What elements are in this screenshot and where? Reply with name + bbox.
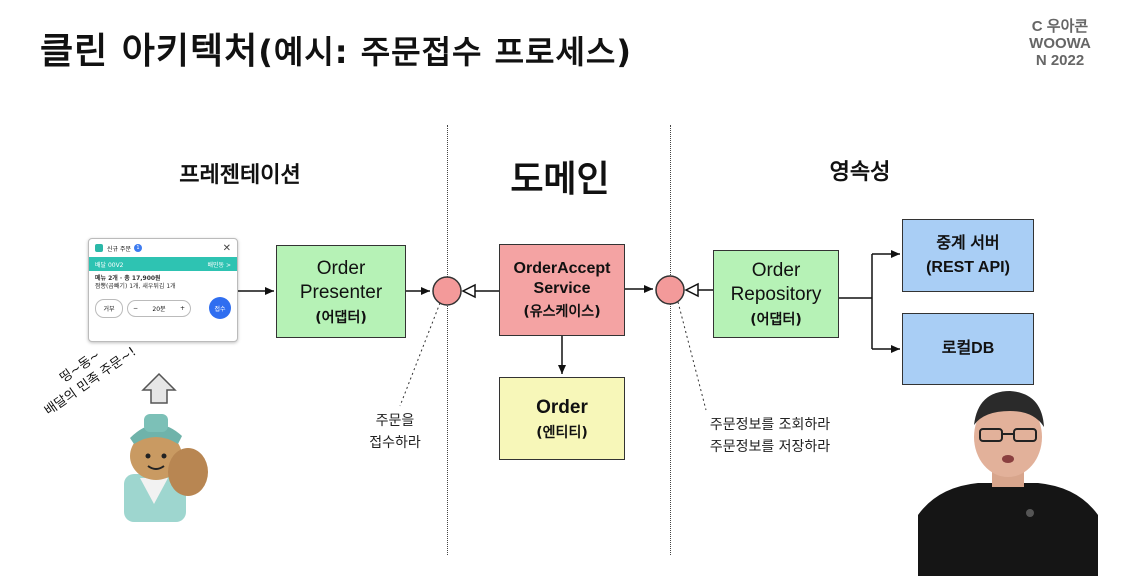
plus-icon[interactable]: + <box>179 304 185 312</box>
note-accept-line2: 접수하라 <box>369 435 421 451</box>
popup-badge: 1 <box>134 244 142 252</box>
realization-arrowhead-right <box>684 282 699 298</box>
order-repository-tag: (어댑터) <box>750 312 802 328</box>
slide-title: 클린 아키텍처(예시: 주문접수 프로세스) <box>40 22 632 74</box>
order-accept-service-name-1: OrderAccept <box>513 260 611 277</box>
up-arrow-icon <box>141 372 177 404</box>
relay-server-name-1: 중계 서버 <box>936 234 1000 252</box>
note-repo-line2: 주문정보를 저장하라 <box>709 439 831 455</box>
time-stepper[interactable]: − 20분 + <box>127 299 191 317</box>
order-presenter-box: Order Presenter (어댑터) <box>276 245 406 338</box>
popup-order-bar: 배달 00V2 배민동 > <box>89 257 237 271</box>
speaker-video-thumbnail <box>918 385 1098 576</box>
local-db-name: 로컬DB <box>941 340 995 357</box>
app-icon <box>95 244 103 252</box>
layer-title-presentation: 프레젠테이션 <box>179 163 301 188</box>
note-accept-line1: 주문을 <box>375 413 415 429</box>
callout-repository <box>677 301 707 411</box>
order-accept-service-tag: (유스케이스) <box>523 304 601 320</box>
note-repository: 주문정보를 조회하라 주문정보를 저장하라 <box>690 414 850 458</box>
local-db-box: 로컬DB <box>902 313 1034 385</box>
popup-bar-left: 배달 00V2 <box>95 261 124 269</box>
callout-accept <box>399 302 441 407</box>
note-accept-order: 주문을 접수하라 <box>350 410 440 454</box>
popup-order-info: 메뉴 2개 · 총 17,900원 짬뽕(곱빼기) 1개, 새우튀김 1개 <box>89 271 237 295</box>
slide-title-sub: (예시: 주문접수 프로세스) <box>258 33 632 71</box>
output-port-circle <box>655 275 685 305</box>
order-presenter-name-1: Order <box>316 257 366 279</box>
input-port-circle <box>432 276 462 306</box>
logo-line2: WOOWA <box>1029 35 1091 52</box>
order-repository-name-1: Order <box>751 260 801 281</box>
order-accept-service-box: OrderAccept Service (유스케이스) <box>499 244 625 336</box>
popup-title: 신규 주문 <box>107 245 131 253</box>
order-repository-box: Order Repository (어댑터) <box>713 250 839 338</box>
slide-title-main: 클린 아키텍처 <box>40 31 259 72</box>
order-presenter-name-2: Presenter <box>299 281 383 303</box>
reject-button[interactable]: 거부 <box>95 298 123 318</box>
close-icon[interactable]: ✕ <box>222 242 231 254</box>
order-accept-service-name-2: Service <box>533 280 591 297</box>
accept-button[interactable]: 접수 <box>209 297 231 319</box>
realization-arrowhead-left <box>461 283 476 299</box>
time-value: 20분 <box>152 305 166 313</box>
order-entity-tag: (엔티티) <box>536 424 588 441</box>
logo-line3: N 2022 <box>1035 52 1085 69</box>
layer-separator-left <box>447 125 448 555</box>
layer-separator-right <box>670 125 671 555</box>
order-presenter-tag: (어댑터) <box>315 309 367 326</box>
delivery-character-illustration <box>124 414 208 522</box>
popup-info-line2: 짬뽕(곱빼기) 1개, 새우튀김 1개 <box>95 283 176 290</box>
popup-info-line1: 메뉴 2개 · 총 17,900원 <box>95 275 161 282</box>
popup-header: 신규 주문 1 ✕ <box>89 239 237 257</box>
woowacon-logo: C 우아콘 WOOWA N 2022 <box>1015 18 1105 69</box>
logo-line1: C 우아콘 <box>1031 18 1089 35</box>
popup-bar-right[interactable]: 배민동 > <box>207 261 232 269</box>
note-repo-line1: 주문정보를 조회하라 <box>709 417 831 433</box>
order-repository-name-2: Repository <box>730 284 822 305</box>
layer-title-domain: 도메인 <box>510 159 610 200</box>
new-order-popup: 신규 주문 1 ✕ 배달 00V2 배민동 > 메뉴 2개 · 총 17,900… <box>88 238 238 342</box>
popup-actions: 거부 − 20분 + 접수 <box>89 295 237 321</box>
layer-title-persistence: 영속성 <box>829 160 891 185</box>
minus-icon[interactable]: − <box>133 304 139 312</box>
relay-server-box: 중계 서버 (REST API) <box>902 219 1034 292</box>
order-entity-name: Order <box>536 396 588 418</box>
order-entity-box: Order (엔티티) <box>499 377 625 460</box>
relay-server-name-2: (REST API) <box>926 258 1010 276</box>
